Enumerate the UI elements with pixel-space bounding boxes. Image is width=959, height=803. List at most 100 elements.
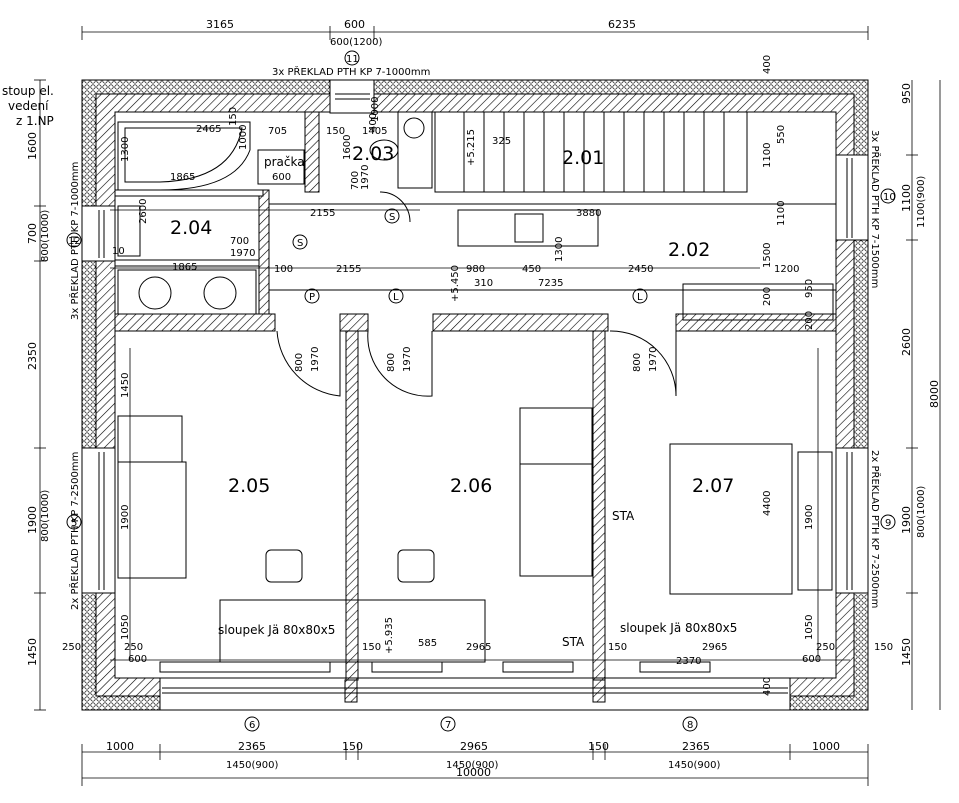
dim-inner-2450: 2450 [628,264,653,275]
room-2-05: 2.05 [228,475,270,497]
axis-marker-12 [66,232,82,248]
vdim-31: 10 [112,246,125,257]
lintel-top: 3x PŘEKLAD PTH KP 7-1000mm [272,65,430,78]
dim-bottom-2: 2365 [238,740,266,753]
dim-bottom-6: 2365 [682,740,710,753]
column-note-right: sloupek Jä 80x80x5 [620,621,737,635]
vdim-8: 550 [776,125,787,144]
axis-marker-l1 [388,288,404,304]
dim-inner-310: 310 [474,278,493,289]
dim-left-2: 800(1000) [40,210,51,262]
bdim-2: 250 [124,642,143,653]
vdim-14: 200 [762,287,773,306]
bdim-0: 250 [62,642,81,653]
axis-label-5: 5 [71,518,77,529]
dim-inner-1200: 1200 [774,264,799,275]
axis-marker-10 [880,188,896,204]
dim-inner-2155b: 2155 [336,264,361,275]
room-numbers: 2.01 2.02 2.03 2.04 2.05 2.06 2.07 [170,143,734,497]
dim-right-5: 8000 [928,380,941,408]
dim-inner-2155a: 2155 [310,208,335,219]
lintel-notes: 3x PŘEKLAD PTH KP 7-1000mm 3x PŘEKLAD PT… [68,65,882,610]
dim-top-window: 600(1200) [330,37,382,48]
dim-inner-705: 705 [268,126,287,137]
sta-label-2: STA [562,635,585,649]
bdim-5: 2965 [466,642,491,653]
axis-label-7: 7 [445,720,451,731]
column-note-left: sloupek Jä 80x80x5 [218,623,335,637]
level-2: +5.450 [450,265,461,302]
fixtures [117,111,834,673]
vdim-9: 1100 [762,143,773,168]
dim-inner-150: 150 [326,126,345,137]
vertical-dimensions: 1300 1000 150 2600 1000 1600 700 1970 55… [112,55,815,696]
dim-right-6: 1900 [900,506,913,534]
vdim-22: 1900 [120,505,131,530]
dim-right-4: 2600 [900,328,913,356]
bdim-9: 250 [816,642,835,653]
bdim-7: 2965 [702,642,727,653]
axis-marker-9 [880,514,896,530]
inner-dimensions: 2465 705 150 1405 1865 600 2155 3880 700… [170,124,799,289]
vdim-16: 1970 [310,347,321,372]
lintel-right-lower: 2x PŘEKLAD PTH KP 7-2500mm [869,450,882,608]
dim-left-1: 1600 [26,132,39,160]
dim-inner-2465: 2465 [196,124,221,135]
dim-left-6: 800(1000) [40,490,51,542]
vdim-0: 1300 [120,137,131,162]
axis-label-9: 9 [885,518,891,529]
axis-label-8: 8 [687,720,693,731]
axis-label-s2: S [389,212,395,223]
vdim-17: 800 [386,353,397,372]
bottom-inner-dimensions: 250 600 250 150 585 2965 150 2965 2370 2… [62,638,893,667]
bdim-11: 600 [802,654,821,665]
dim-inner-1865a: 1865 [170,172,195,183]
vdim-23: 1050 [120,615,131,640]
room-2-04: 2.04 [170,217,212,239]
dim-left-7: 1450 [26,638,39,666]
note-line-3: z 1.NP [16,114,54,128]
vdim-19: 800 [632,353,643,372]
dim-top-3: 6235 [608,18,636,31]
dim-left-4: 2350 [26,342,39,370]
level-3: +5.935 [384,617,395,654]
dim-inner-1970: 1970 [230,248,255,259]
dim-inner-100: 100 [274,264,293,275]
axis-marker-l2 [632,288,648,304]
vdim-32: 325 [492,136,511,147]
dim-bottom-5: 150 [588,740,609,753]
bdim-3: 150 [362,642,381,653]
vdim-5: 1600 [342,135,353,160]
vdim-15: 800 [294,353,305,372]
vdim-2: 150 [228,107,239,126]
vdim-13: 1300 [554,237,565,262]
dim-inner-1405: 1405 [362,126,387,137]
dim-right-2: 1100(900) [916,176,927,228]
dim-right-8: 1450 [900,638,913,666]
axis-marker-7 [440,716,456,732]
dim-inner-3880: 3880 [576,208,601,219]
dim-inner-980: 980 [466,264,485,275]
vdim-11: 1500 [762,243,773,268]
vdim-20: 1970 [648,347,659,372]
vdim-10: 1100 [776,201,787,226]
vdim-25: 1900 [804,505,815,530]
room-2-02: 2.02 [668,239,710,261]
washer-label: pračka [264,155,305,169]
room-2-01: 2.01 [562,147,604,169]
vdim-24: 4400 [762,491,773,516]
dim-top-1: 3165 [206,18,234,31]
dim-right-3: 1100 [900,184,913,212]
axis-label-11: 11 [346,54,359,65]
vdim-28: 400 [762,55,773,74]
dim-bottom-w2: 1450(900) [446,760,498,771]
vdim-1: 1000 [238,125,249,150]
vdim-4: 1000 [370,97,381,122]
level-1: +5.215 [466,129,477,166]
dim-inner-600: 600 [272,172,291,183]
dim-inner-1865b: 1865 [172,262,197,273]
dim-left-3: 700 [26,223,39,244]
dim-bottom-1: 1000 [106,740,134,753]
axis-label-6: 6 [249,720,255,731]
